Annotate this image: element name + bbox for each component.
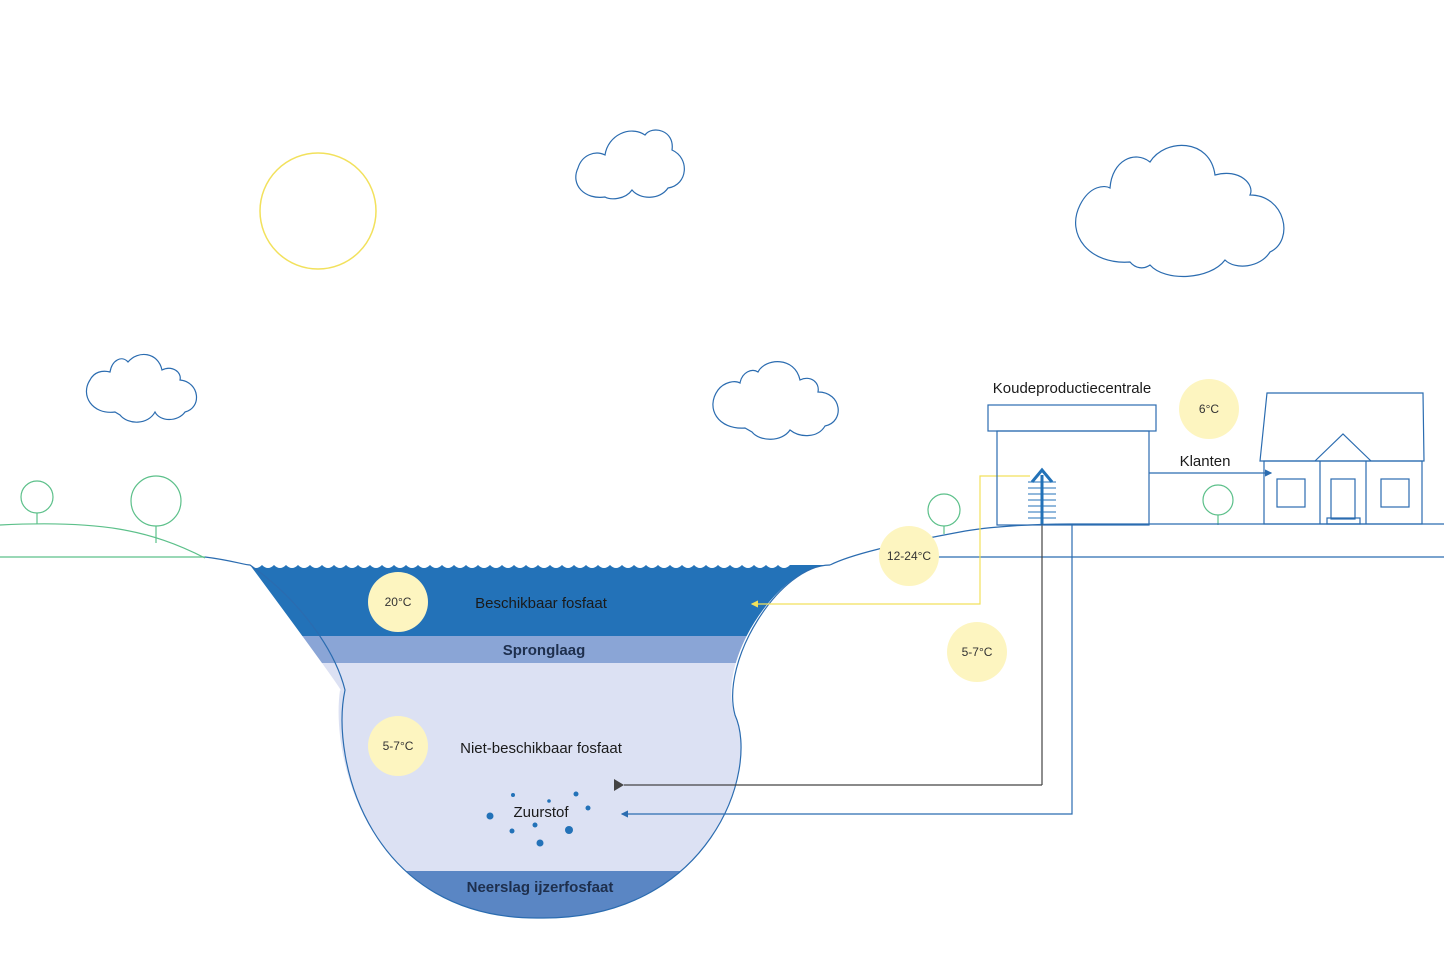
layer-deep-label: Niet-beschikbaar fosfaat xyxy=(460,740,623,757)
house-icon xyxy=(1259,392,1425,525)
water-waves xyxy=(250,560,830,568)
plant-label: Koudeproductiecentrale xyxy=(993,380,1151,397)
tree-icon xyxy=(130,475,182,543)
customers-label: Klanten xyxy=(1180,453,1231,470)
tree-icon xyxy=(20,480,54,524)
temp-bubble-supply: 5-7°C xyxy=(947,622,1007,682)
lake-outline xyxy=(204,556,831,919)
oxygen-bubbles xyxy=(486,791,591,847)
left-hill xyxy=(0,523,206,559)
temp-bubble-customers: 6°C xyxy=(1179,379,1239,439)
temp-bubble-deep-water: 5-7°C xyxy=(368,716,428,776)
layer-top-label: Beschikbaar fosfaat xyxy=(475,595,608,612)
svg-text:5-7°C: 5-7°C xyxy=(962,645,993,659)
oxygen-label: Zuurstof xyxy=(513,804,569,821)
cloud-icon xyxy=(85,353,197,423)
svg-text:6°C: 6°C xyxy=(1199,402,1219,416)
layer-thermocline-fill xyxy=(250,636,830,663)
cold-intake-arrowhead xyxy=(614,779,624,791)
svg-text:5-7°C: 5-7°C xyxy=(383,739,414,753)
cloud-icon xyxy=(712,361,839,440)
right-hill xyxy=(829,523,1444,566)
layer-thermocline-label: Spronglaag xyxy=(503,642,586,659)
heat-exchanger-icon xyxy=(1028,467,1056,524)
sun-icon xyxy=(259,152,377,270)
cooling-plant-icon xyxy=(987,404,1157,526)
svg-text:20°C: 20°C xyxy=(385,595,412,609)
temp-bubble-top-water: 20°C xyxy=(368,572,428,632)
warm-return-pipe xyxy=(750,475,1030,608)
layer-bottom-label: Neerslag ijzerfosfaat xyxy=(467,879,614,896)
svg-text:12-24°C: 12-24°C xyxy=(887,549,931,563)
temp-bubble-return: 12-24°C xyxy=(879,526,939,586)
cloud-icon xyxy=(1075,144,1285,277)
layer-top-fill xyxy=(250,565,830,636)
tree-icon xyxy=(1202,484,1234,525)
return-discharge-pipe xyxy=(620,524,1073,818)
cloud-icon xyxy=(575,129,685,200)
layer-deep-fill xyxy=(250,663,830,871)
tree-icon xyxy=(927,493,961,534)
